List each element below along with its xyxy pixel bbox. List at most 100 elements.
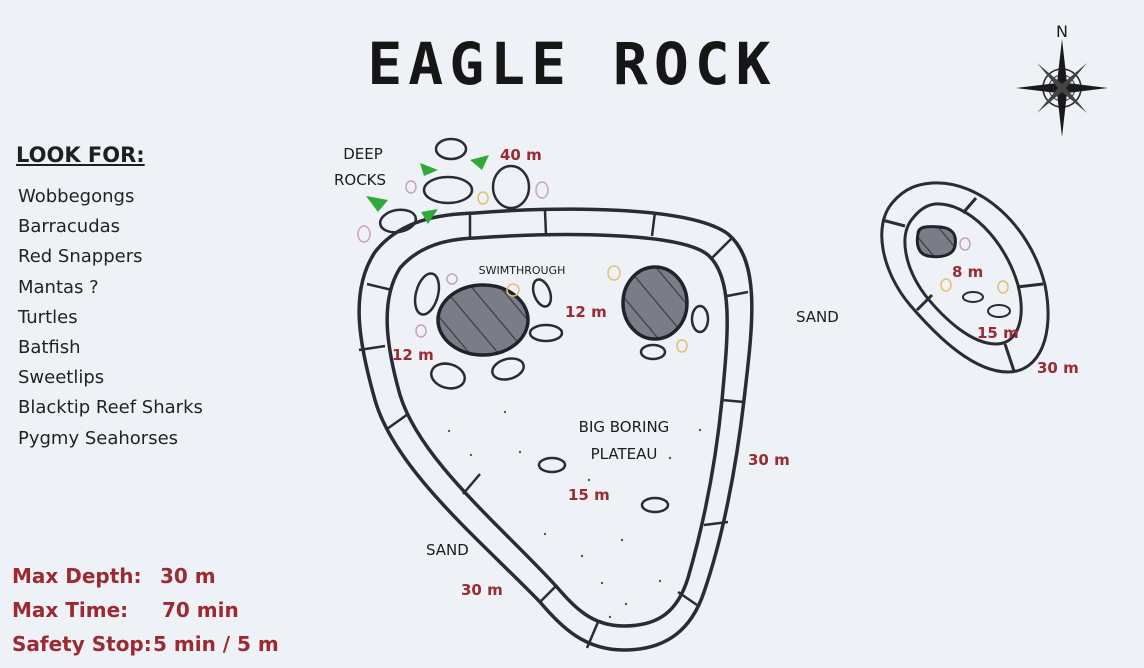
reef-wall-tick — [915, 293, 934, 312]
reef-wall-tick — [1016, 282, 1044, 289]
soft-coral-icon — [405, 180, 417, 194]
plateau-label: PLATEAU — [591, 445, 658, 463]
look-for-heading: LOOK FOR: — [16, 143, 145, 167]
sand-label: SAND — [796, 308, 839, 326]
max-time-label: Max Time: — [12, 598, 129, 622]
soft-coral-icon — [477, 191, 489, 205]
dive-stats: Max Depth: 30 m Max Time: 70 min Safety St… — [12, 559, 279, 661]
soft-coral-icon — [607, 265, 621, 281]
look-for-item: Turtles — [18, 306, 78, 328]
small-rock — [430, 362, 466, 390]
island-rock — [915, 225, 957, 259]
reef-wall-ticks — [358, 210, 749, 649]
deep-rocks — [378, 137, 531, 234]
coral-icon — [420, 163, 438, 176]
reef-wall-tick — [726, 290, 749, 298]
sand-label: SAND — [426, 541, 469, 559]
main-reef-outer-edge — [357, 207, 754, 652]
max-depth-label: Max Depth: — [12, 564, 142, 588]
max-depth-value: 30 m — [160, 564, 216, 588]
depth-label: 12 m — [565, 303, 607, 321]
coral-icon — [366, 196, 388, 212]
deep-rocks-label: DEEP — [343, 145, 383, 163]
reef-wall-tick — [539, 585, 557, 603]
small-rock — [413, 272, 441, 316]
big-rock — [436, 283, 530, 357]
safety-stop-label: Safety Stop: — [12, 632, 152, 656]
big-rock — [621, 265, 689, 341]
reef-wall-tick — [366, 282, 393, 292]
look-for-list: Wobbegongs Barracudas Red Snappers Manta… — [18, 182, 203, 454]
soft-coral-icon — [446, 273, 458, 285]
soft-coral-icon — [676, 339, 688, 353]
look-for-item: Batfish — [18, 337, 81, 359]
small-rock — [491, 357, 525, 381]
soft-coral-icon — [959, 237, 971, 251]
safety-stop-row: Safety Stop:5 min / 5 m — [12, 627, 279, 661]
reef-wall-tick — [961, 197, 978, 214]
soft-coral-icon — [415, 324, 427, 338]
swimthrough-label: SWIMTHROUGH — [479, 264, 566, 277]
reef-wall-tick — [881, 218, 906, 228]
small-rock — [987, 304, 1011, 318]
coral-icon — [470, 155, 489, 170]
island-reef-outer-edge — [880, 181, 1050, 374]
reef-wall-tick — [650, 211, 657, 237]
coral-icon — [421, 209, 438, 224]
small-rock — [690, 304, 710, 334]
small-rock — [537, 456, 567, 474]
compass-rose-icon: N — [1016, 22, 1108, 137]
reef-wall-tick — [543, 210, 548, 236]
small-rock — [531, 278, 553, 308]
look-for-item: Red Snappers — [18, 246, 143, 268]
small-rock — [639, 343, 667, 361]
look-for-item: Sweetlips — [18, 367, 105, 389]
reef-wall-tick — [677, 590, 698, 607]
main-reef-inner-edge — [385, 232, 729, 628]
safety-stop-value: 5 min / 5 m — [153, 632, 279, 656]
depth-label: 30 m — [1037, 359, 1079, 377]
deep-rock — [378, 208, 418, 234]
main-reef — [357, 207, 754, 652]
soft-coral-icon — [997, 280, 1009, 294]
max-time-row: Max Time: 70 min — [12, 593, 279, 627]
soft-coral-icon — [535, 181, 549, 199]
deep-rock — [491, 164, 531, 210]
depth-label: 30 m — [461, 581, 503, 599]
look-for-item: Blacktip Reef Sharks — [18, 397, 203, 419]
depth-label: 15 m — [568, 486, 610, 504]
deep-rocks-label: ROCKS — [334, 171, 386, 189]
reef-wall-tick — [462, 473, 481, 495]
max-depth-row: Max Depth: 30 m — [12, 559, 279, 593]
reef-wall-tick — [703, 520, 729, 527]
depth-label: 8 m — [952, 263, 983, 281]
soft-coral-icon — [357, 225, 371, 243]
plateau-dots — [447, 410, 702, 619]
compass-north-label: N — [1056, 22, 1068, 41]
look-for-item: Barracudas — [18, 216, 121, 238]
map-title: EAGLE ROCK — [367, 30, 777, 98]
reef-wall-tick — [386, 412, 409, 431]
island-reef — [880, 181, 1050, 374]
depth-label: 12 m — [392, 346, 434, 364]
island-reef-inner-edge — [903, 202, 1023, 346]
reef-wall-tick — [358, 344, 386, 352]
look-for-item: Wobbegongs — [18, 186, 135, 207]
green-corals — [366, 155, 489, 224]
reef-wall-tick — [1003, 343, 1016, 372]
look-for-item: Pygmy Seahorses — [18, 427, 179, 449]
soft-coral-icon — [940, 278, 952, 292]
deep-rock — [422, 175, 474, 205]
max-time-value: 70 min — [162, 598, 239, 622]
look-for-item: Mantas ? — [18, 276, 99, 298]
depth-label: 15 m — [977, 324, 1019, 342]
reef-wall-tick — [711, 237, 733, 259]
small-rocks — [413, 272, 710, 514]
deep-rock — [434, 137, 468, 161]
small-rock — [640, 496, 670, 514]
soft-coral-icon — [506, 283, 520, 297]
reef-wall-tick — [585, 621, 600, 649]
small-rock — [528, 323, 564, 343]
plateau-label: BIG BORING — [579, 418, 670, 436]
